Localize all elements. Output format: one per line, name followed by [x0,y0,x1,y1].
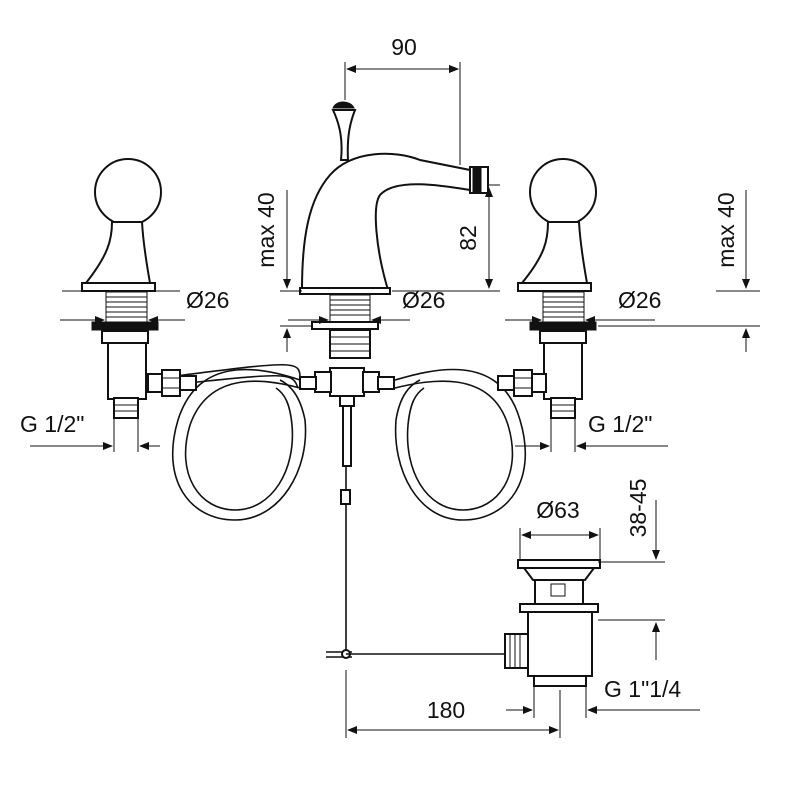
center-distance-label: 180 [427,697,465,723]
center-thread [329,294,371,324]
left-thread [105,291,148,323]
right-diameter-label: Ø26 [618,287,661,313]
waste-range-label: 38-45 [625,479,651,538]
left-diameter-label: Ø26 [186,287,229,313]
spout-reach-label: 90 [391,34,417,60]
right-max-height-label: max 40 [713,192,739,267]
left-handle [81,158,162,419]
center-spout [299,101,505,659]
hoses [147,363,547,521]
pop-up-waste [504,559,601,687]
right-thread [542,291,585,323]
center-diameter-label: Ø26 [402,287,445,313]
left-thread-label: G 1/2" [20,411,84,437]
waste-thread-label: G 1"1/4 [604,676,681,702]
dimension-labels: 90 82 max 40 max 40 Ø26 Ø26 Ø26 G 1/2" G… [20,34,739,723]
left-max-height-label: max 40 [253,192,279,267]
dimension-lines [30,62,760,738]
right-thread-label: G 1/2" [588,411,652,437]
spout-height-label: 82 [455,225,481,251]
right-handle [517,158,597,419]
waste-diameter-label: Ø63 [536,497,579,523]
